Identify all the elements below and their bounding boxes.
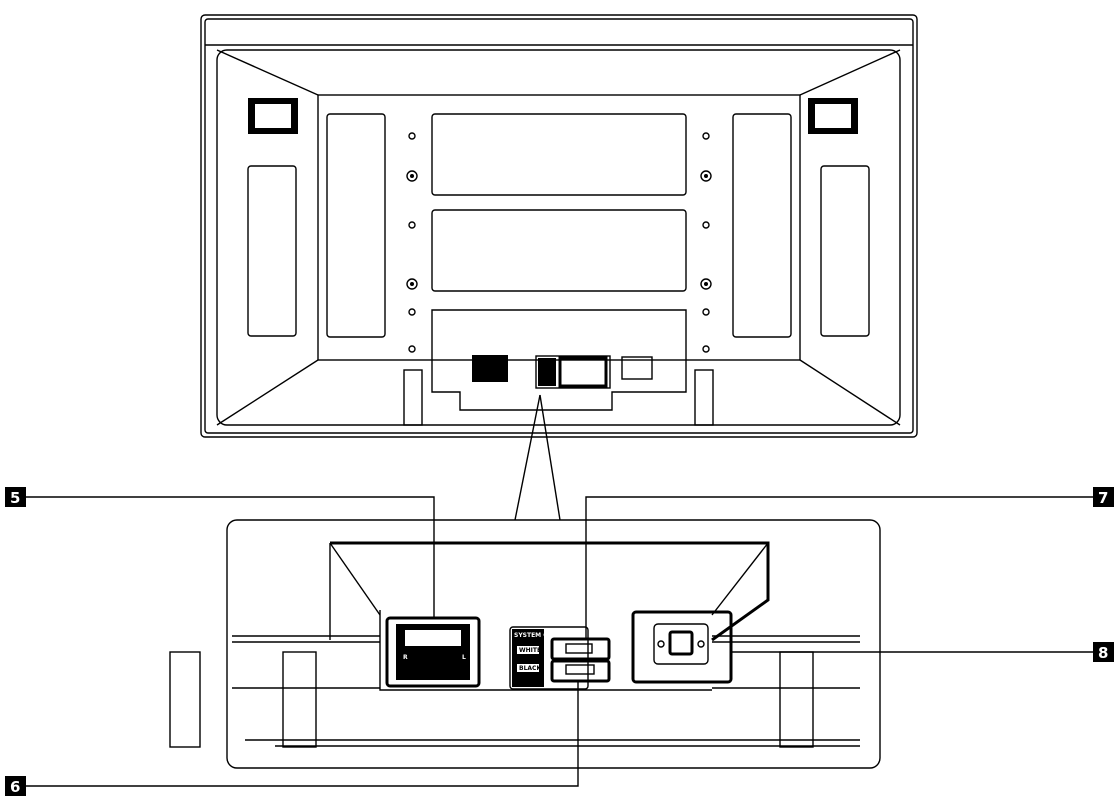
- callout-8: 8: [731, 642, 1114, 662]
- speaker-left-label: L: [462, 654, 466, 661]
- connector-inset: R L SYSTEM CABLE WHITE BLACK: [169, 519, 881, 769]
- black-label: BLACK: [519, 665, 541, 672]
- mounting-holes: [406, 132, 712, 353]
- white-label: WHITE: [519, 647, 541, 654]
- zoom-line-right: [539, 394, 561, 521]
- callout-6: 6: [5, 681, 579, 796]
- zoom-line-left: [514, 394, 541, 521]
- callout-7-label: 7: [1098, 489, 1108, 507]
- system-cable-label: SYSTEM CABLE: [514, 632, 565, 639]
- callout-5: 5: [5, 487, 435, 618]
- speaker-right-label: R: [403, 654, 408, 661]
- callout-8-label: 8: [1098, 644, 1108, 662]
- callout-7: 7: [585, 487, 1114, 640]
- callout-6-label: 6: [10, 778, 20, 796]
- speaker-terminal: R L: [385, 616, 481, 688]
- ac-inlet: [631, 610, 733, 684]
- black-system-connector: [550, 659, 611, 683]
- callout-5-label: 5: [10, 489, 20, 507]
- display-rear-view: [200, 14, 918, 438]
- system-cable-panel: SYSTEM CABLE WHITE BLACK: [509, 626, 611, 690]
- white-system-connector: [550, 637, 611, 661]
